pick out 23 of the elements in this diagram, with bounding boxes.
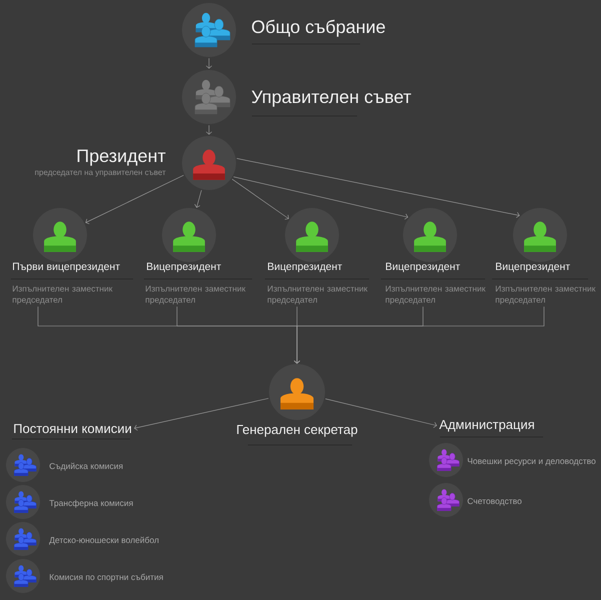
role-description: Изпълнителен заместник председател: [386, 286, 486, 304]
role-title: Вицепрезидент: [147, 262, 222, 272]
role-title: Първи вицепрезидент: [13, 262, 120, 272]
role-title: Вицепрезидент: [496, 262, 570, 272]
role-title: Вицепрезидент: [268, 262, 342, 272]
role-title: Управителен съвет: [252, 90, 412, 107]
role-description: Изпълнителен заместник председател: [146, 286, 246, 304]
role-description: Изпълнителен заместник председател: [12, 286, 112, 304]
role-description: Изпълнителен заместник председател: [496, 286, 596, 304]
role-description: председател на управителен съвет: [35, 170, 166, 177]
role-title: Генерален секретар: [237, 425, 358, 437]
section-heading: Администрация: [439, 420, 534, 432]
item-label: Съдийска комисия: [50, 462, 123, 471]
item-label: Човешки ресурси и деловодство: [468, 458, 596, 466]
item-label: Трансферна комисия: [49, 500, 133, 508]
item-label: Комисия по спортни събития: [50, 574, 163, 582]
role-title: Вицепрезидент: [386, 262, 460, 272]
item-label: Детско-юношески волейбол: [49, 536, 158, 545]
item-label: Счетоводство: [468, 498, 522, 506]
role-title: Общо събрание: [252, 20, 385, 37]
role-title: Президент: [78, 150, 166, 166]
section-heading: Постоянни комисии: [14, 424, 131, 434]
role-description: Изпълнителен заместник председател: [268, 286, 368, 304]
